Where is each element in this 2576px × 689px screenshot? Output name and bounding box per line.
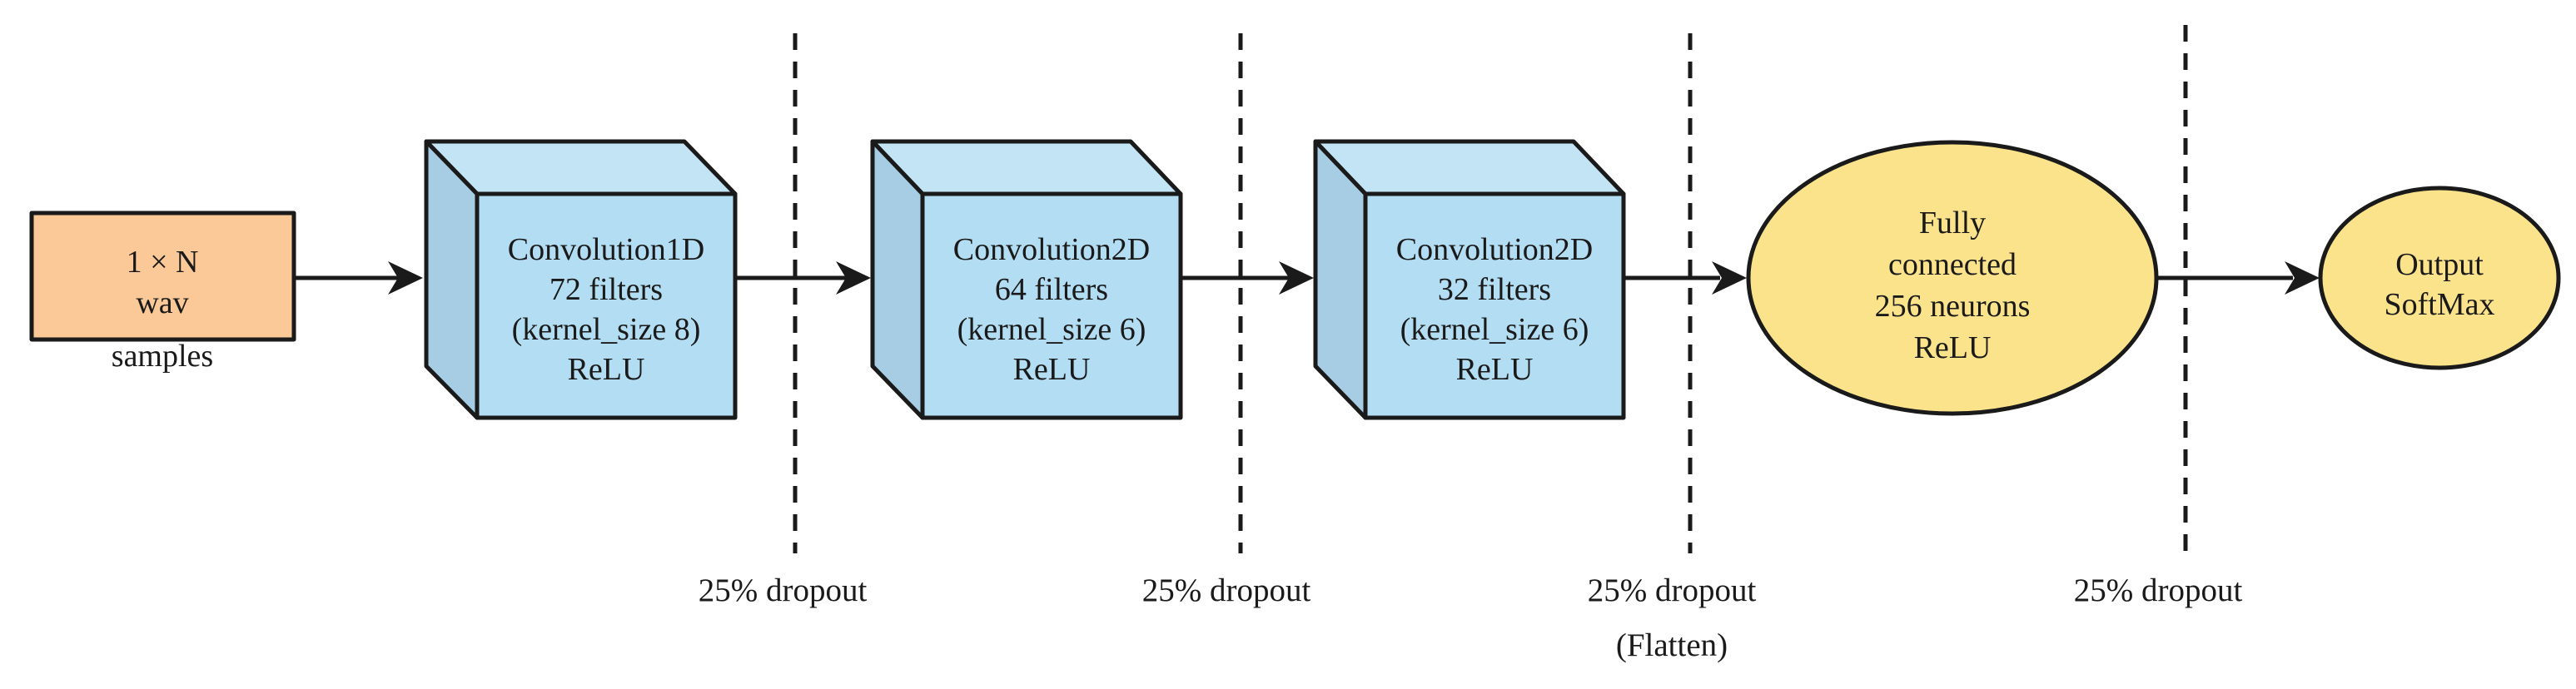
conv2-title: Convolution2D <box>953 232 1150 267</box>
conv2-filters: 64 filters <box>995 272 1108 307</box>
dropout-label-2: 25% dropout <box>1142 573 1311 608</box>
dropout-label-3: 25% dropout <box>1588 573 1757 608</box>
conv3-activation: ReLU <box>1456 352 1534 387</box>
input-box <box>29 211 296 342</box>
dense-line-2: connected <box>1888 247 2017 282</box>
arrow-input-to-conv1 <box>294 261 423 295</box>
arrow-conv2-to-conv3 <box>1181 261 1314 295</box>
conv2-kernel: (kernel_size 6) <box>957 312 1146 347</box>
conv1-top-face <box>424 139 738 196</box>
input-line-3: samples <box>112 339 213 374</box>
conv3-front-face <box>1363 191 1626 420</box>
conv1-activation: ReLU <box>568 352 645 387</box>
input-line-2: wav <box>136 285 188 320</box>
arrow-conv3-to-dense <box>1624 261 1747 295</box>
dense-node: Fully connected 256 neurons ReLU <box>1746 140 2159 416</box>
conv3-top-face <box>1313 139 1626 196</box>
dense-line-3: 256 neurons <box>1875 289 2031 324</box>
conv3-block: Convolution2D 32 filters (kernel_size 6)… <box>1313 139 1626 420</box>
dense-line-1: Fully <box>1919 206 1986 240</box>
conv2-top-face <box>870 139 1183 196</box>
conv1-filters: 72 filters <box>550 272 663 307</box>
input-line-1: 1 × N <box>127 245 199 280</box>
input-node: 1 × N wav samples <box>29 211 296 374</box>
conv2-front-face <box>920 191 1183 420</box>
conv2-block: Convolution2D 64 filters (kernel_size 6)… <box>870 139 1183 420</box>
conv1-title: Convolution1D <box>508 232 704 267</box>
output-ellipse <box>2318 186 2561 370</box>
conv3-title: Convolution2D <box>1396 232 1593 267</box>
conv1-kernel: (kernel_size 8) <box>512 312 701 347</box>
dropout-label-1: 25% dropout <box>699 573 868 608</box>
output-line-2: SoftMax <box>2385 287 2495 322</box>
dropout-label-4: 25% dropout <box>2074 573 2243 608</box>
output-node: Output SoftMax <box>2318 186 2561 370</box>
arrow-conv1-to-conv2 <box>735 261 871 295</box>
dropout-sub-label-3: (Flatten) <box>1616 627 1728 663</box>
conv1-front-face <box>475 191 738 420</box>
output-line-1: Output <box>2395 247 2484 282</box>
conv1-block: Convolution1D 72 filters (kernel_size 8)… <box>424 139 738 420</box>
dense-line-4: ReLU <box>1914 330 1992 365</box>
conv2-activation: ReLU <box>1013 352 1091 387</box>
conv3-filters: 32 filters <box>1438 272 1551 307</box>
arrow-dense-to-output <box>2156 261 2320 295</box>
conv3-kernel: (kernel_size 6) <box>1400 312 1589 347</box>
